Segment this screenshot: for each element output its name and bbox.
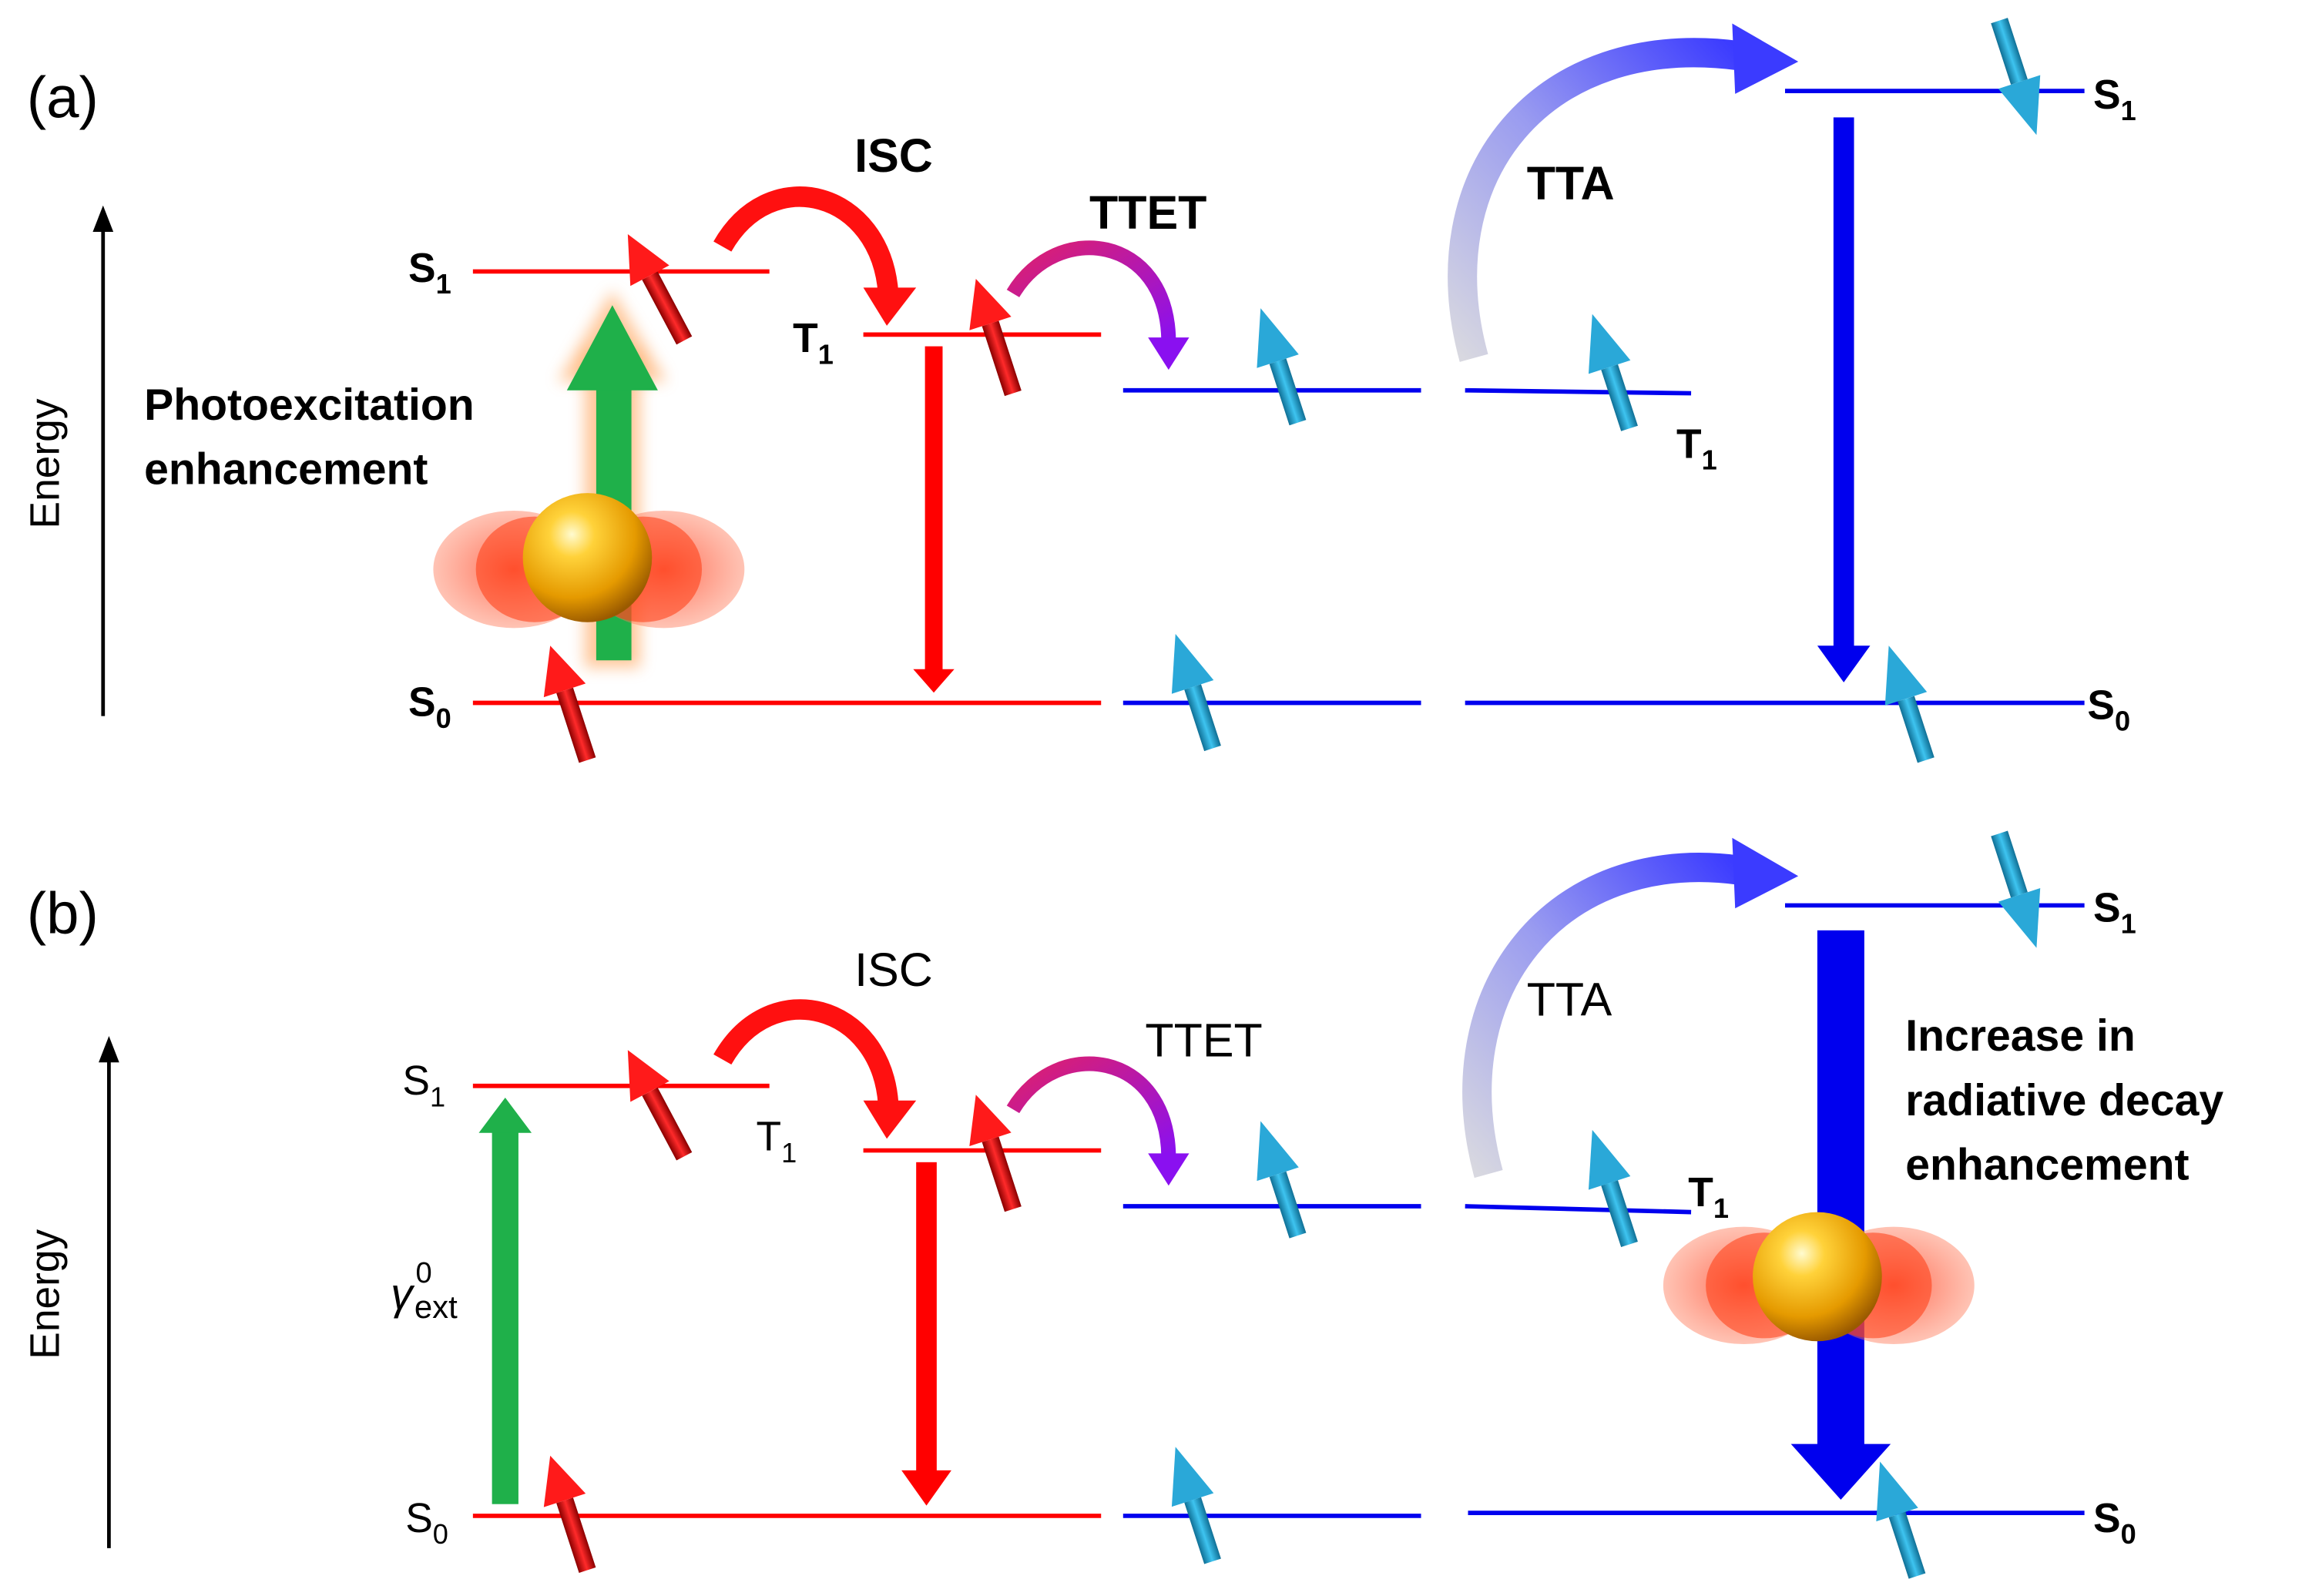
label-ann-s0-b: S0 [2093, 1496, 2136, 1550]
phosphorescence-arrow-a [913, 346, 955, 693]
label-sens-s0-b: S0 [405, 1496, 448, 1550]
spin-down-sens-s1-a [627, 234, 693, 345]
label-ann-s1-a: S1 [2093, 72, 2136, 126]
radiative-label-b-2: radiative decay [1905, 1076, 2223, 1125]
ttet-label-b: TTET [1145, 1014, 1262, 1067]
label-sens-s1-b: S1 [402, 1058, 445, 1112]
radiative-label-b-3: enhancement [1905, 1141, 2189, 1190]
ttet-arrow-b [1006, 1056, 1190, 1186]
label-ann-s1-b: S1 [2093, 885, 2136, 939]
annihilator-t1-level-b2 [1465, 1204, 1692, 1215]
phosphorescence-arrow-b [901, 1162, 951, 1506]
isc-label-b: ISC [854, 944, 933, 996]
label-sens-s1-a: S1 [408, 246, 451, 300]
emission-arrow-b [1790, 930, 1891, 1500]
spin-up-ann-t1-b1 [1257, 1121, 1307, 1239]
label-ann-t1-b: T1 [1688, 1170, 1729, 1224]
photoexcitation-label-a-2: enhancement [144, 445, 428, 495]
label-ann-s0-a: S0 [2087, 682, 2130, 736]
ttet-arrow-a [1006, 240, 1190, 370]
nanoparticle-b [1663, 1212, 1975, 1345]
spin-up-ann-t1-a1 [1257, 308, 1307, 426]
spin-up-ann-s0-b2 [1876, 1461, 1926, 1579]
tta-label-b: TTA [1527, 973, 1612, 1025]
spin-up-ann-s0-a1 [1171, 634, 1221, 752]
isc-arrow-b [713, 999, 917, 1139]
label-sens-s0-a: S0 [408, 680, 451, 734]
radiative-label-b-1: Increase in [1905, 1011, 2136, 1061]
tta-label-a: TTA [1527, 157, 1615, 210]
tta-arrow-b [1462, 837, 1799, 1179]
annihilator-t1-level-a2 [1465, 387, 1692, 396]
isc-arrow-a [713, 186, 917, 326]
spin-up-ann-s0-a2 [1884, 645, 1935, 763]
energy-axis-b: Energy [23, 1035, 119, 1548]
spin-up-ann-s0-b1 [1171, 1447, 1221, 1564]
panel-b-label: (b) [27, 881, 99, 947]
ttet-label-a: TTET [1089, 186, 1206, 239]
spin-down-sens-s1-b-body [627, 1050, 693, 1161]
spin-down-ann-s1-b [1991, 830, 2041, 948]
energy-axis-label-a: Energy [23, 398, 69, 528]
nanoparticle-a [433, 493, 745, 629]
panel-a-label: (a) [27, 65, 99, 130]
spin-up-sens-t1-b [969, 1095, 1022, 1212]
spin-down-ann-s1-a [1991, 18, 2041, 136]
spin-up-sens-s0-a [543, 645, 596, 763]
excitation-arrow-b [478, 1097, 532, 1504]
photoexcitation-label-a: Photoexcitation [144, 381, 475, 430]
energy-axis-label-b: Energy [23, 1229, 69, 1359]
spin-up-sens-t1-a [969, 278, 1022, 397]
emission-arrow-a [1817, 117, 1871, 682]
label-sens-t1-a: T1 [793, 316, 834, 370]
isc-label-a: ISC [854, 129, 933, 182]
spin-up-ann-t1-b2 [1588, 1129, 1638, 1248]
spin-up-ann-t1-a2 [1588, 314, 1638, 431]
label-ann-t1-a: T1 [1676, 421, 1717, 475]
panel-b: (b) Energy S1 T1 S0 T1 S1 S0 ISC TTET TT… [23, 830, 2223, 1579]
panel-a: (a) Energy S1 T1 S0 T1 S1 S0 ISC TTET TT… [23, 18, 2136, 763]
energy-axis-a: Energy [23, 205, 114, 716]
label-sens-t1-b: T1 [757, 1115, 797, 1168]
spin-up-sens-s0-b [543, 1455, 596, 1573]
tta-arrow-a [1448, 23, 1799, 362]
